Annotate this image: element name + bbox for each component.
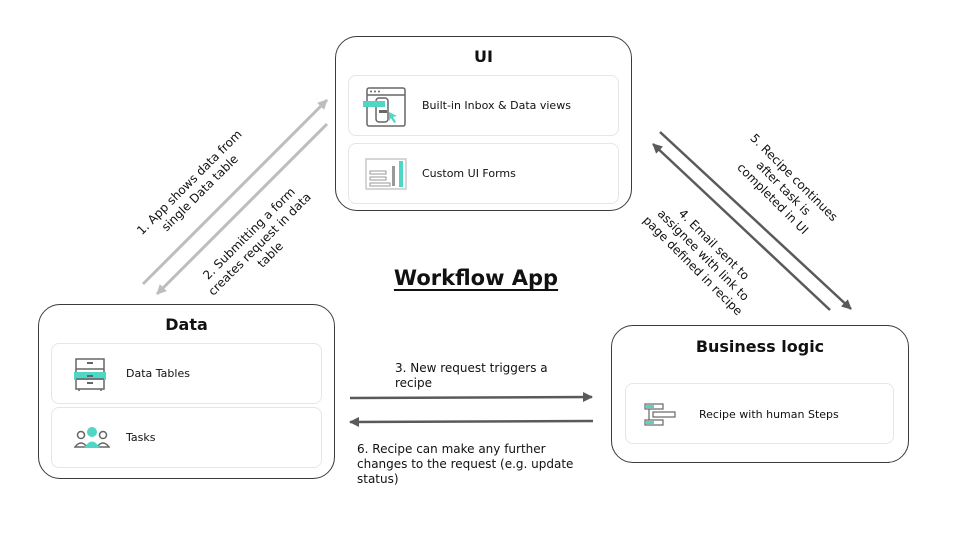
card-label: Built-in Inbox & Data views	[422, 99, 571, 112]
arrow-data-to-ui	[141, 98, 329, 286]
business-logic-node-title: Business logic	[695, 337, 825, 356]
data-node-title: Data	[165, 315, 208, 334]
people-group-icon	[73, 426, 111, 454]
arrow-business-to-data	[349, 416, 594, 427]
arrow-business-to-ui	[652, 143, 831, 311]
card-data-tables: Data Tables	[51, 343, 322, 404]
edge-label-3: 3. New request triggers a recipe	[395, 361, 548, 390]
card-label: Data Tables	[126, 367, 190, 380]
ui-node: UI Built-in Inbox & Data views	[335, 36, 632, 211]
arrow-data-to-business	[349, 392, 593, 403]
arrow-ui-to-data	[155, 122, 329, 296]
data-node: Data Data Tables	[38, 304, 335, 479]
app-title: Workflow App	[393, 266, 559, 290]
edge-label-6: 6. Recipe can make any further changes t…	[357, 442, 574, 486]
file-cabinet-icon	[74, 358, 108, 396]
business-logic-node: Business logic Recipe with human Steps	[611, 325, 909, 463]
card-label: Recipe with human Steps	[699, 408, 839, 421]
form-layout-icon	[365, 156, 407, 196]
card-label: Tasks	[126, 431, 156, 444]
card-custom-ui-forms: Custom UI Forms	[348, 143, 619, 204]
card-label: Custom UI Forms	[422, 167, 516, 180]
inbox-window-icon	[363, 86, 409, 132]
recipe-steps-icon	[644, 402, 676, 430]
card-inbox-data-views: Built-in Inbox & Data views	[348, 75, 619, 136]
arrow-ui-to-business	[659, 131, 852, 310]
card-tasks: Tasks	[51, 407, 322, 468]
card-recipe-human-steps: Recipe with human Steps	[625, 383, 894, 444]
ui-node-title: UI	[474, 47, 493, 66]
